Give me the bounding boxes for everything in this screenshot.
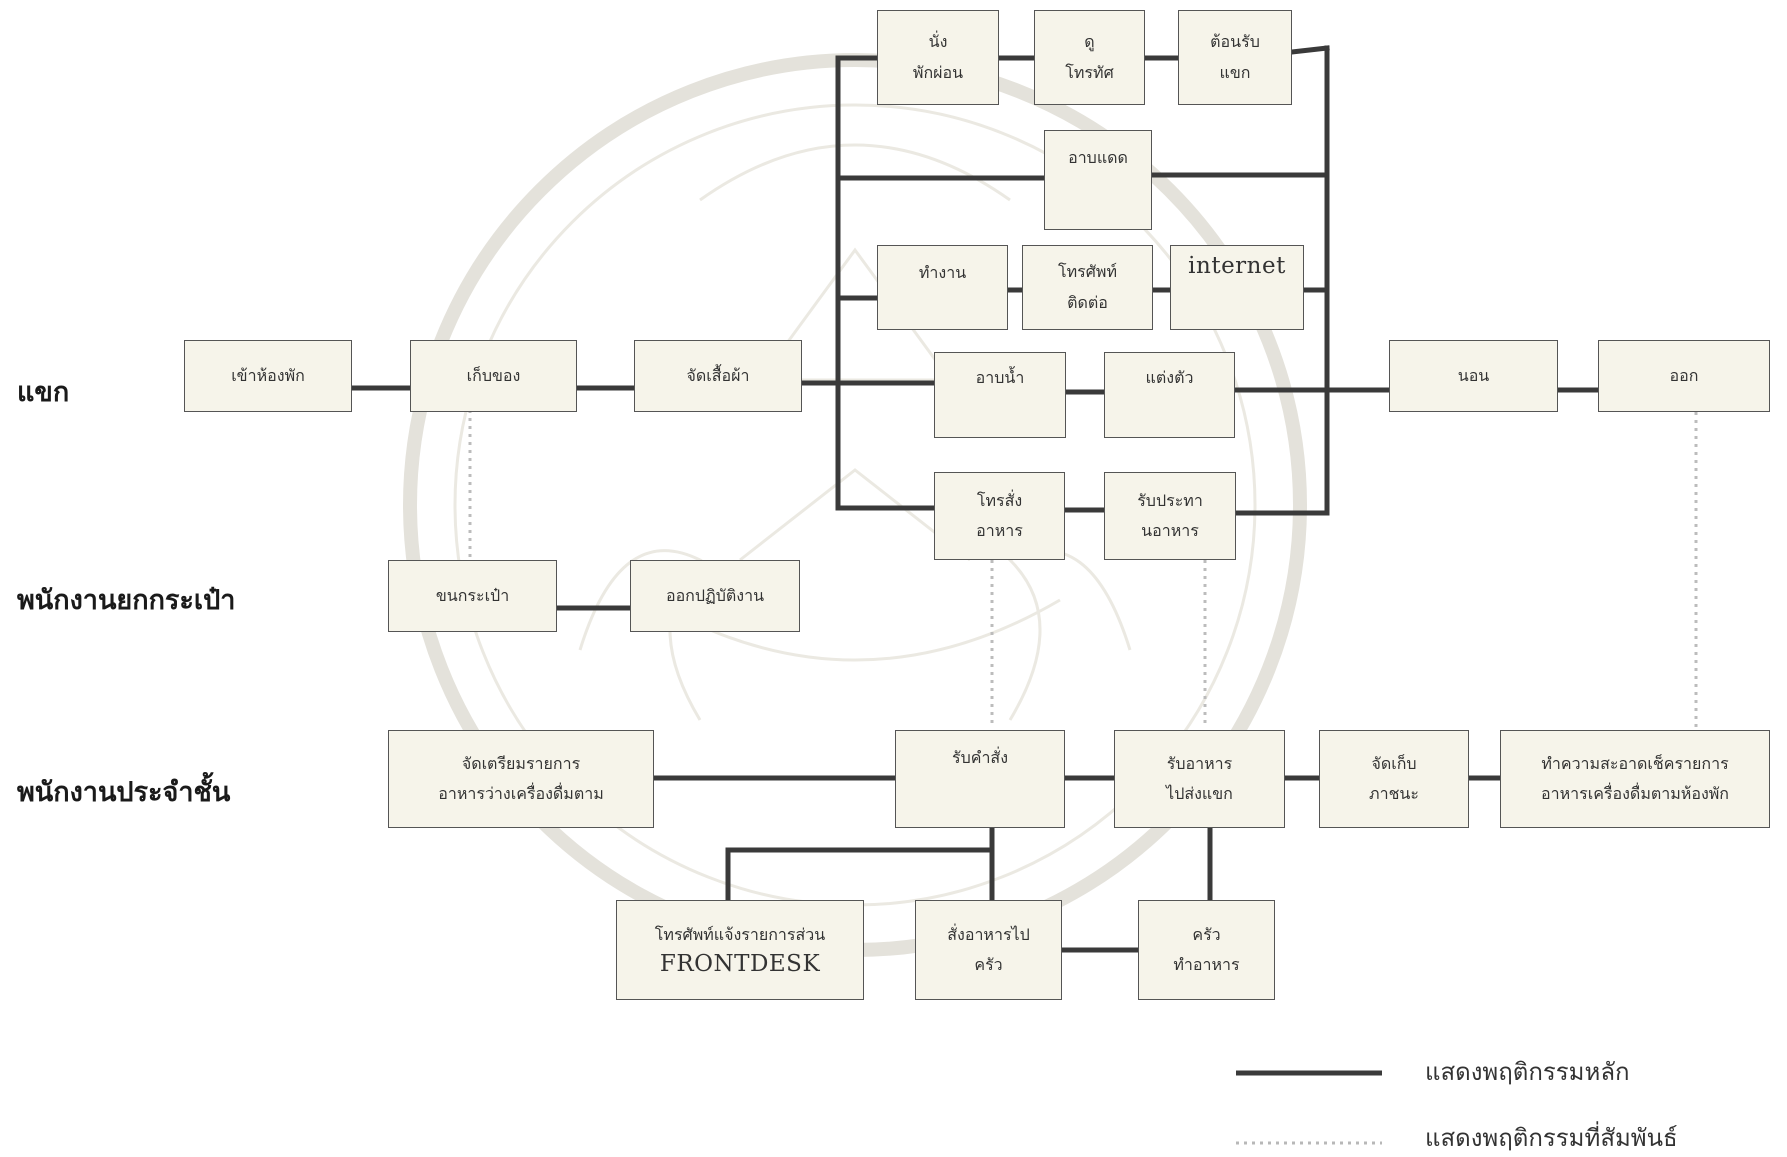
node-order-food: โทรสั่ง อาหาร <box>934 472 1065 560</box>
node-eat-food: รับประทา นอาหาร <box>1104 472 1236 560</box>
node-order-kitchen: สั่งอาหารไป ครัว <box>915 900 1062 1000</box>
node-shower: อาบน้ำ <box>934 352 1066 438</box>
node-work: ทำงาน <box>877 245 1008 330</box>
node-store-items: เก็บของ <box>410 340 577 412</box>
node-phone-frontdesk: โทรศัพท์แจ้งรายการส่วน FRONTDESK <box>616 900 864 1000</box>
node-take-order: รับคำสั่ง <box>895 730 1065 828</box>
node-finish-duty: ออกปฏิบัติงาน <box>630 560 800 632</box>
node-dress-up: แต่งตัว <box>1104 352 1235 438</box>
legend-main-label: แสดงพฤติกรรมหลัก <box>1425 1058 1630 1086</box>
node-prepare-menu: จัดเตรียมรายการ อาหารว่างเครื่องดื่มตาม <box>388 730 654 828</box>
node-watch-tv: ดู โทรทัศ <box>1034 10 1145 105</box>
lane-label-floor-staff: พนักงานประจำชั้น <box>17 777 231 808</box>
node-arrange-clothes: จัดเสื้อผ้า <box>634 340 802 412</box>
node-collect-dishes: จัดเก็บ ภาชนะ <box>1319 730 1469 828</box>
node-deliver-food: รับอาหาร ไปส่งแขก <box>1114 730 1285 828</box>
node-receive-guest: ต้อนรับ แขก <box>1178 10 1292 105</box>
node-sunbathe: อาบแดด <box>1044 130 1152 230</box>
node-check-in: เข้าห้องพัก <box>184 340 352 412</box>
legend-related-label: แสดงพฤติกรรมที่สัมพันธ์ <box>1425 1124 1678 1152</box>
node-phone-contact: โทรศัพท์ ติดต่อ <box>1022 245 1153 330</box>
node-sit-rest: นั่ง พักผ่อน <box>877 10 999 105</box>
node-check-out: ออก <box>1598 340 1770 412</box>
lane-label-guest: แขก <box>17 377 70 408</box>
node-carry-bags: ขนกระเป๋า <box>388 560 557 632</box>
lane-label-porter: พนักงานยกกระเป๋า <box>17 585 236 616</box>
node-clean-check: ทำความสะอาดเช็ครายการ อาหารเครื่องดื่มตา… <box>1500 730 1770 828</box>
node-kitchen-cook: ครัว ทำอาหาร <box>1138 900 1275 1000</box>
node-sleep: นอน <box>1389 340 1558 412</box>
node-internet: internet <box>1170 245 1304 330</box>
